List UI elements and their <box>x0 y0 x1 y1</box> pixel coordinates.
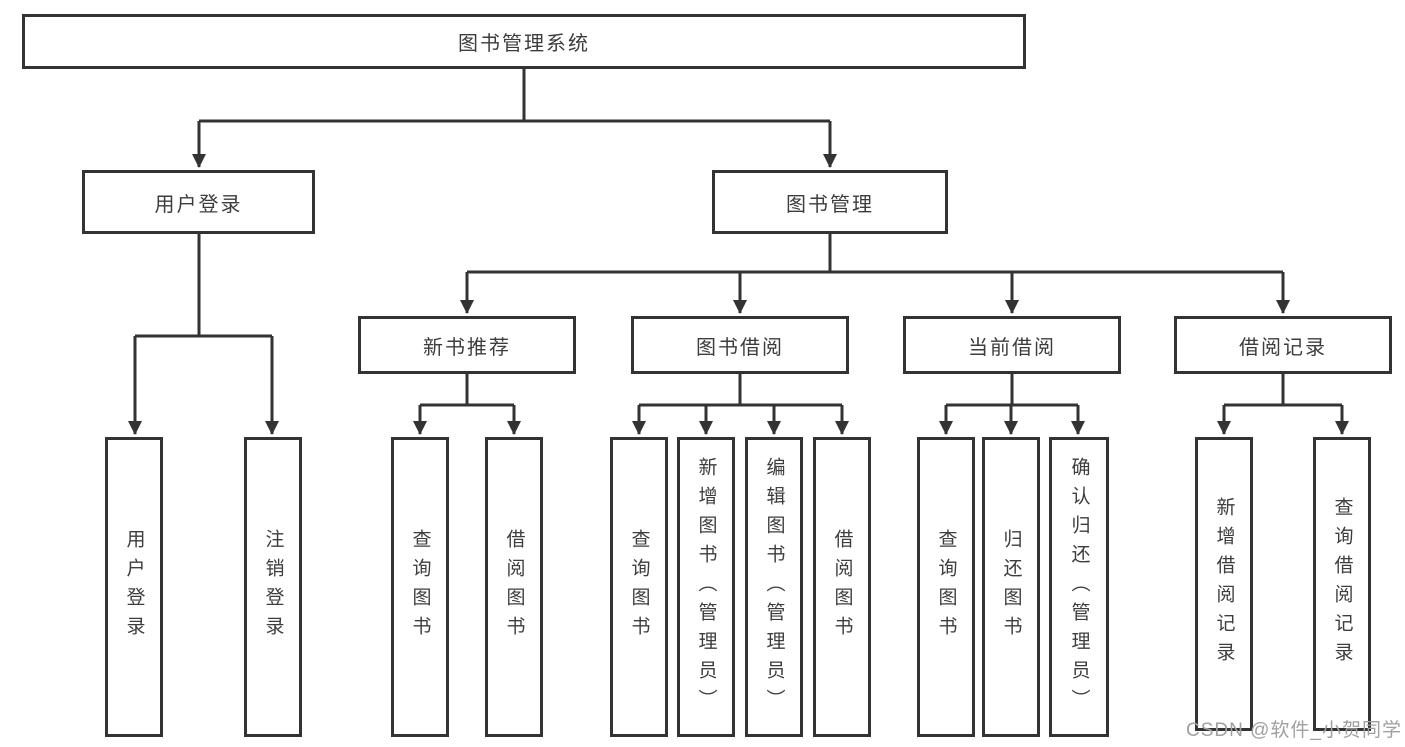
leaf-borrow-books-recommend: 借阅图书 <box>485 437 543 737</box>
node-book-management: 图书管理 <box>712 170 948 234</box>
node-label: 借阅图书 <box>831 529 853 645</box>
leaf-user-login: 用户登录 <box>105 437 163 737</box>
connector-trunks <box>135 69 1342 407</box>
leaf-query-books-current: 查询图书 <box>917 437 975 737</box>
node-label: 注销登录 <box>262 529 284 645</box>
leaf-return-books: 归还图书 <box>982 437 1040 737</box>
node-label: 查询图书 <box>935 529 957 645</box>
node-label: 图书管理系统 <box>458 33 590 55</box>
node-label: 编辑图书（管理员） <box>763 456 785 718</box>
node-label: 查询图书 <box>628 529 650 645</box>
leaf-query-books-recommend: 查询图书 <box>391 437 449 737</box>
leaf-edit-book-admin: 编辑图书（管理员） <box>745 437 803 737</box>
node-user-login: 用户登录 <box>82 170 315 234</box>
node-label: 新增借阅记录 <box>1213 497 1235 671</box>
node-new-book-recommendation: 新书推荐 <box>358 316 576 374</box>
node-label: 查询借阅记录 <box>1331 497 1353 671</box>
node-library-management-system: 图书管理系统 <box>22 14 1026 69</box>
leaf-borrow-books: 借阅图书 <box>813 437 871 737</box>
node-label: 查询图书 <box>409 529 431 645</box>
node-label: 新增图书（管理员） <box>695 456 717 718</box>
node-label: 归还图书 <box>1000 529 1022 645</box>
node-label: 新书推荐 <box>423 336 511 359</box>
node-label: 用户登录 <box>123 529 145 645</box>
leaf-add-book-admin: 新增图书（管理员） <box>677 437 735 737</box>
node-label: 图书管理 <box>786 193 874 216</box>
node-label: 确认归还（管理员） <box>1068 456 1090 718</box>
csdn-watermark: CSDN @软件_小贺同学 <box>1186 720 1402 741</box>
node-label: 借阅图书 <box>503 529 525 645</box>
leaf-query-books-borrow: 查询图书 <box>610 437 668 737</box>
leaf-add-borrow-record: 新增借阅记录 <box>1195 437 1253 731</box>
leaf-query-borrow-record: 查询借阅记录 <box>1313 437 1371 731</box>
node-label: 图书借阅 <box>696 336 784 359</box>
leaf-logout: 注销登录 <box>244 437 302 737</box>
node-label: 当前借阅 <box>968 336 1056 359</box>
node-current-borrowing: 当前借阅 <box>903 316 1121 374</box>
node-label: 借阅记录 <box>1239 336 1327 359</box>
node-borrowing-records: 借阅记录 <box>1174 316 1392 374</box>
leaf-confirm-return-admin: 确认归还（管理员） <box>1049 437 1109 737</box>
node-label: 用户登录 <box>154 193 243 216</box>
node-book-borrowing: 图书借阅 <box>631 316 849 374</box>
